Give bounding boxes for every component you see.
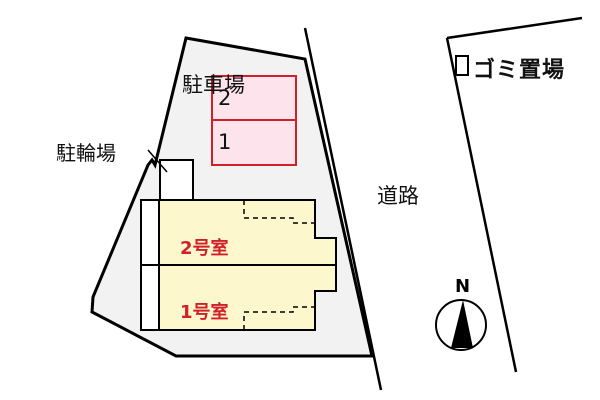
north-label: N xyxy=(455,276,471,297)
north-arrow-icon xyxy=(435,299,487,351)
room-2-label: 2号室 xyxy=(180,238,229,259)
parking-space-2 xyxy=(211,75,297,121)
room-1-label: 1号室 xyxy=(180,302,229,323)
parking-label: 駐車場 xyxy=(182,72,245,98)
road-edge-right xyxy=(445,37,518,373)
parking-space-2-label: 2 xyxy=(218,86,232,110)
bicycle-parking-label: 駐輪場 xyxy=(56,141,116,165)
garbage-area-label: ゴミ置場 xyxy=(473,58,566,83)
road-edge-left xyxy=(303,27,383,391)
garbage-box-icon xyxy=(455,55,469,76)
parking-space-1 xyxy=(211,119,297,166)
bicycle-shed xyxy=(159,159,194,201)
parking-space-1-label: 1 xyxy=(218,130,232,154)
garbage-area-top-edge xyxy=(446,16,583,40)
road-label: 道路 xyxy=(377,184,419,208)
bicycle-leader-line xyxy=(147,149,168,173)
interior-dashed-lines xyxy=(243,200,315,330)
